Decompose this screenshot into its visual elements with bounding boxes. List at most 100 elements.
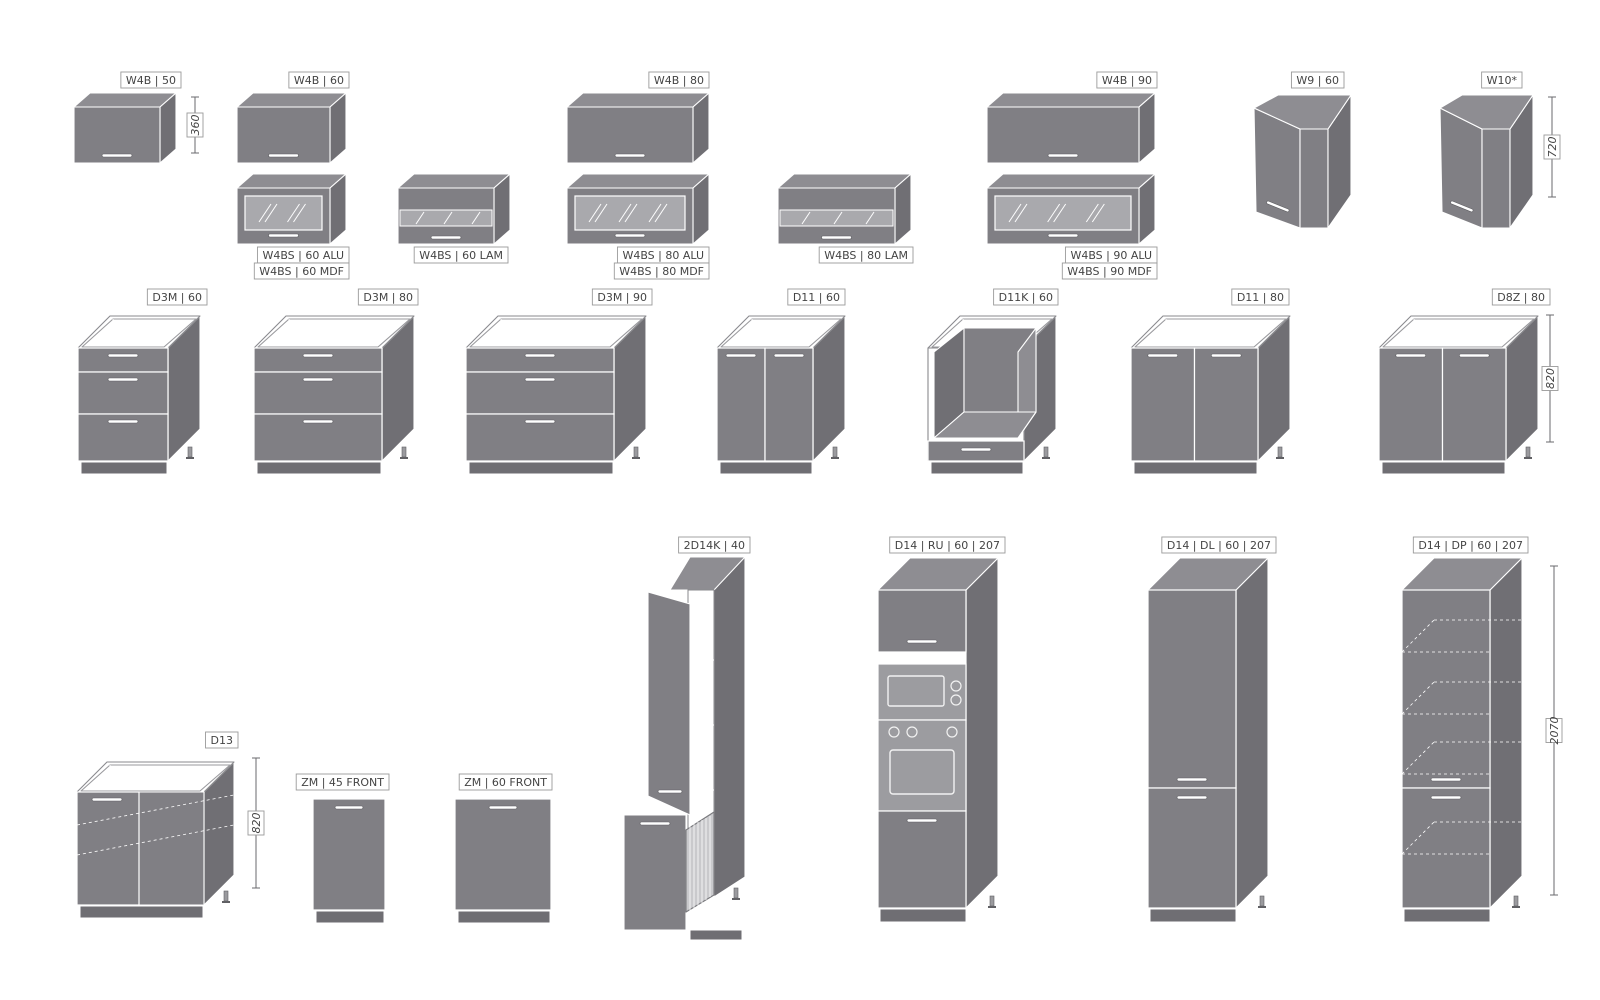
handle-icon [821,235,852,240]
door-front [76,791,140,906]
cabinet-inner-rim [469,318,643,348]
cabinet-top-face [1253,94,1352,130]
handle-icon [101,153,133,158]
handle-icon [91,797,123,802]
dimension-box [247,810,265,836]
label-d11-60: D11 | 60 [787,288,846,306]
module-label: 2D14K | 40 [684,539,745,552]
knob-icon [946,726,958,738]
plinth [689,929,743,941]
leg [733,887,739,899]
handle-icon [430,235,462,240]
oven-window [889,749,955,795]
cabinet-d14-dp [1401,557,1523,923]
handle-icon [1430,777,1462,782]
module-label: W4B | 80 [654,74,704,87]
label-d11-80: D11 | 80 [1231,288,1290,306]
cabinet-front [986,106,1140,164]
handle-icon [614,153,646,158]
module-label: D14 | DP | 60 | 207 [1418,539,1523,552]
glass-panel [244,195,323,231]
cabinet-d11-80 [1130,315,1291,475]
module-label: D3M | 90 [597,291,647,304]
inner-floor [933,411,1037,439]
door-front-upper [1147,589,1237,789]
plinth [930,461,1024,475]
handle-icon [1047,153,1079,158]
dimension-w10: 720 [1543,96,1561,198]
handle-icon [1430,795,1462,800]
handle-icon [1395,353,1427,358]
label-w4b-50: W4B | 50 [120,71,182,89]
handle-icon [524,353,556,358]
glass-panel [994,195,1132,231]
handle-icon [107,377,139,382]
module-label: W4BS | 60 LAM [419,249,503,262]
cabinet-top [566,92,710,108]
leg-foot [831,457,839,459]
dimension-w4b-50: 360 [186,96,204,154]
dimension-box [1545,718,1563,743]
module-label-box [591,288,653,306]
module-label-box [1161,536,1277,554]
handle-icon [1458,353,1490,358]
leg-foot [1512,906,1520,908]
module-label: D3M | 60 [152,291,202,304]
open-door [647,591,691,816]
module-label-box [818,246,914,264]
front-panel [312,798,386,911]
microwave-window [887,675,945,707]
cabinet-w4b-90 [986,92,1156,164]
cabinet-d3m-80 [253,315,415,475]
module-label-box [993,288,1059,306]
module-label: D11K | 60 [999,291,1053,304]
module-label: D14 | DL | 60 | 207 [1167,539,1271,552]
cabinet-w4bs-80 [566,173,710,245]
cabinet-side [965,557,999,909]
handle-icon [906,639,938,644]
handle-icon [334,805,364,810]
leg-foot [632,457,640,459]
door-front [764,347,814,462]
handle-icon [488,805,518,810]
leg [187,446,193,458]
corner-panel [1481,128,1511,229]
module-label-box [357,288,419,306]
leg-foot [400,457,408,459]
cabinet-w4b-60 [236,92,347,164]
label-d8z-80: D8Z | 80 [1491,288,1551,306]
handle-icon [960,447,992,452]
label-w4bs-80-alu: W4BS | 80 ALU [616,246,710,264]
cabinet-d14-ru [877,557,999,923]
label-d13: D13 [205,731,239,749]
door-front [1378,347,1444,462]
cabinet-w9-60 [1253,94,1352,229]
dimension-value: 2070 [1548,717,1561,745]
cabinet-top [566,173,710,189]
handle-icon [725,353,757,358]
leg-foot [1258,906,1266,908]
plinth [256,461,382,475]
module-label: D3M | 80 [363,291,413,304]
dimension-value: 720 [1546,137,1559,158]
door-front [1441,347,1507,462]
handle-icon [268,233,299,238]
leg [401,446,407,458]
label-w4b-60: W4B | 60 [288,71,350,89]
module-label: W4BS | 80 MDF [619,265,704,278]
leg-foot [1276,457,1284,459]
drawer-front [877,810,967,909]
door-front [716,347,766,462]
module-label-box [1481,71,1523,89]
handle-icon [639,821,671,826]
dial-icon [950,694,962,706]
drawer-front [465,347,615,373]
leg [832,446,838,458]
handle-icon [107,353,139,358]
handle-icon [1047,233,1079,238]
label-w4bs-60-lam: W4BS | 60 LAM [413,246,509,264]
label-w4bs-80-mdf: W4BS | 80 MDF [613,262,710,280]
module-label-box [253,262,350,280]
corner-panel [1299,128,1329,229]
